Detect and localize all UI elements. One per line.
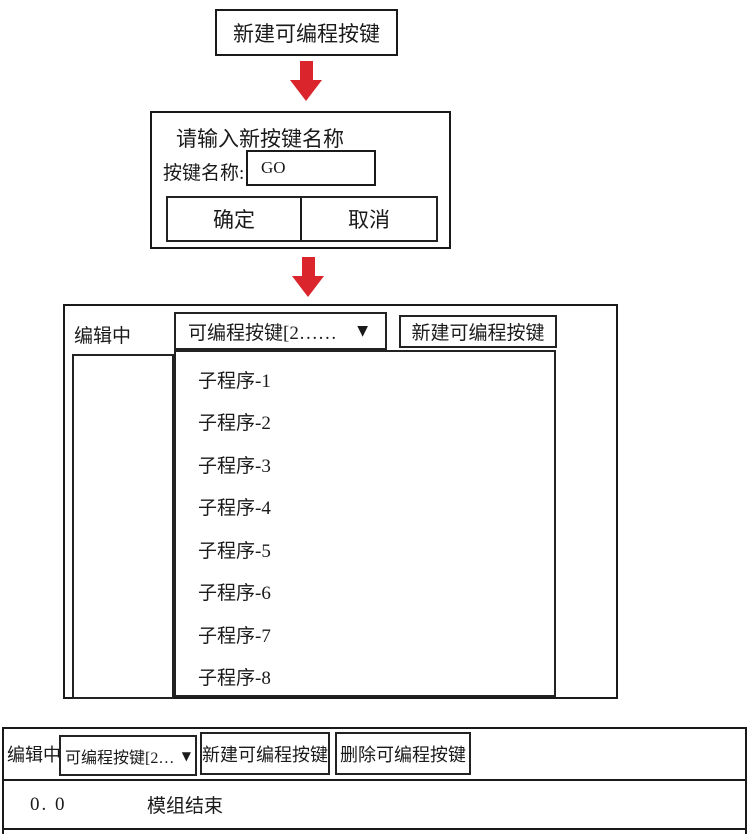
arrow-shaft xyxy=(299,61,313,80)
subprogram-item[interactable]: 子程序-8 xyxy=(198,668,271,690)
programmable-key-dropdown[interactable]: 可编程按键[2…… ▼ xyxy=(174,312,387,350)
editor-panel: 编辑中 可编程按键[2…… ▼ 新建可编程按键 子程序-1 子程序-2 子程序-… xyxy=(63,304,618,699)
chevron-down-icon: ▼ xyxy=(181,748,191,763)
subprogram-dropdown-list: 子程序-1 子程序-2 子程序-3 子程序-4 子程序-5 子程序-6 子程序-… xyxy=(174,350,556,697)
arrow-shaft xyxy=(301,257,315,276)
editing-status-label: 编辑中 xyxy=(7,745,61,765)
dropdown-selected-label: 可编程按键[2…… xyxy=(188,322,337,344)
ok-button[interactable]: 确定 xyxy=(168,198,302,240)
chevron-down-icon: ▼ xyxy=(357,323,368,339)
key-name-label: 按键名称: xyxy=(163,163,245,184)
new-programmable-key-button[interactable]: 新建可编程按键 xyxy=(200,732,330,775)
flow-arrow-down-icon xyxy=(290,61,322,101)
flow-arrow-down-icon xyxy=(292,257,324,297)
subprogram-item[interactable]: 子程序-3 xyxy=(198,455,271,477)
new-key-name-dialog: 请输入新按键名称 按键名称: 确定 取消 xyxy=(150,111,451,249)
line-number: 0. 0 xyxy=(30,793,67,815)
arrow-head xyxy=(290,80,322,101)
delete-programmable-key-label: 删除可编程按键 xyxy=(340,744,466,765)
empty-left-panel xyxy=(72,354,174,699)
delete-programmable-key-button[interactable]: 删除可编程按键 xyxy=(335,732,471,775)
new-programmable-key-label: 新建可编程按键 xyxy=(411,323,545,344)
new-programmable-key-button[interactable]: 新建可编程按键 xyxy=(399,315,557,348)
editing-status-label: 编辑中 xyxy=(74,326,132,347)
subprogram-item[interactable]: 子程序-1 xyxy=(198,370,271,392)
dialog-title: 请输入新按键名称 xyxy=(176,127,344,151)
subprogram-item[interactable]: 子程序-2 xyxy=(198,413,271,435)
subprogram-item[interactable]: 子程序-7 xyxy=(198,625,271,647)
toolbar-row: 编辑中 可编程按键[2… ▼ 新建可编程按键 删除可编程按键 xyxy=(4,729,745,781)
programmable-key-dropdown[interactable]: 可编程按键[2… ▼ xyxy=(59,735,197,776)
cancel-button[interactable]: 取消 xyxy=(348,208,390,232)
subprogram-item[interactable]: 子程序-5 xyxy=(198,540,271,562)
new-programmable-key-button[interactable]: 新建可编程按键 xyxy=(215,9,398,56)
dialog-button-row: 确定 取消 xyxy=(166,196,438,242)
program-line-row[interactable]: 0. 0 模组结束 xyxy=(4,781,745,830)
arrow-head xyxy=(292,276,324,297)
dropdown-selected-label: 可编程按键[2… xyxy=(65,749,175,767)
subprogram-item[interactable]: 子程序-4 xyxy=(198,498,271,520)
subprogram-item[interactable]: 子程序-6 xyxy=(198,583,271,605)
module-end-label: 模组结束 xyxy=(147,796,224,817)
key-name-input[interactable] xyxy=(246,150,376,186)
new-programmable-key-label: 新建可编程按键 xyxy=(202,744,328,765)
new-programmable-key-label: 新建可编程按键 xyxy=(233,21,380,46)
bottom-toolbar: 编辑中 可编程按键[2… ▼ 新建可编程按键 删除可编程按键 0. 0 模组结束 xyxy=(2,727,747,834)
